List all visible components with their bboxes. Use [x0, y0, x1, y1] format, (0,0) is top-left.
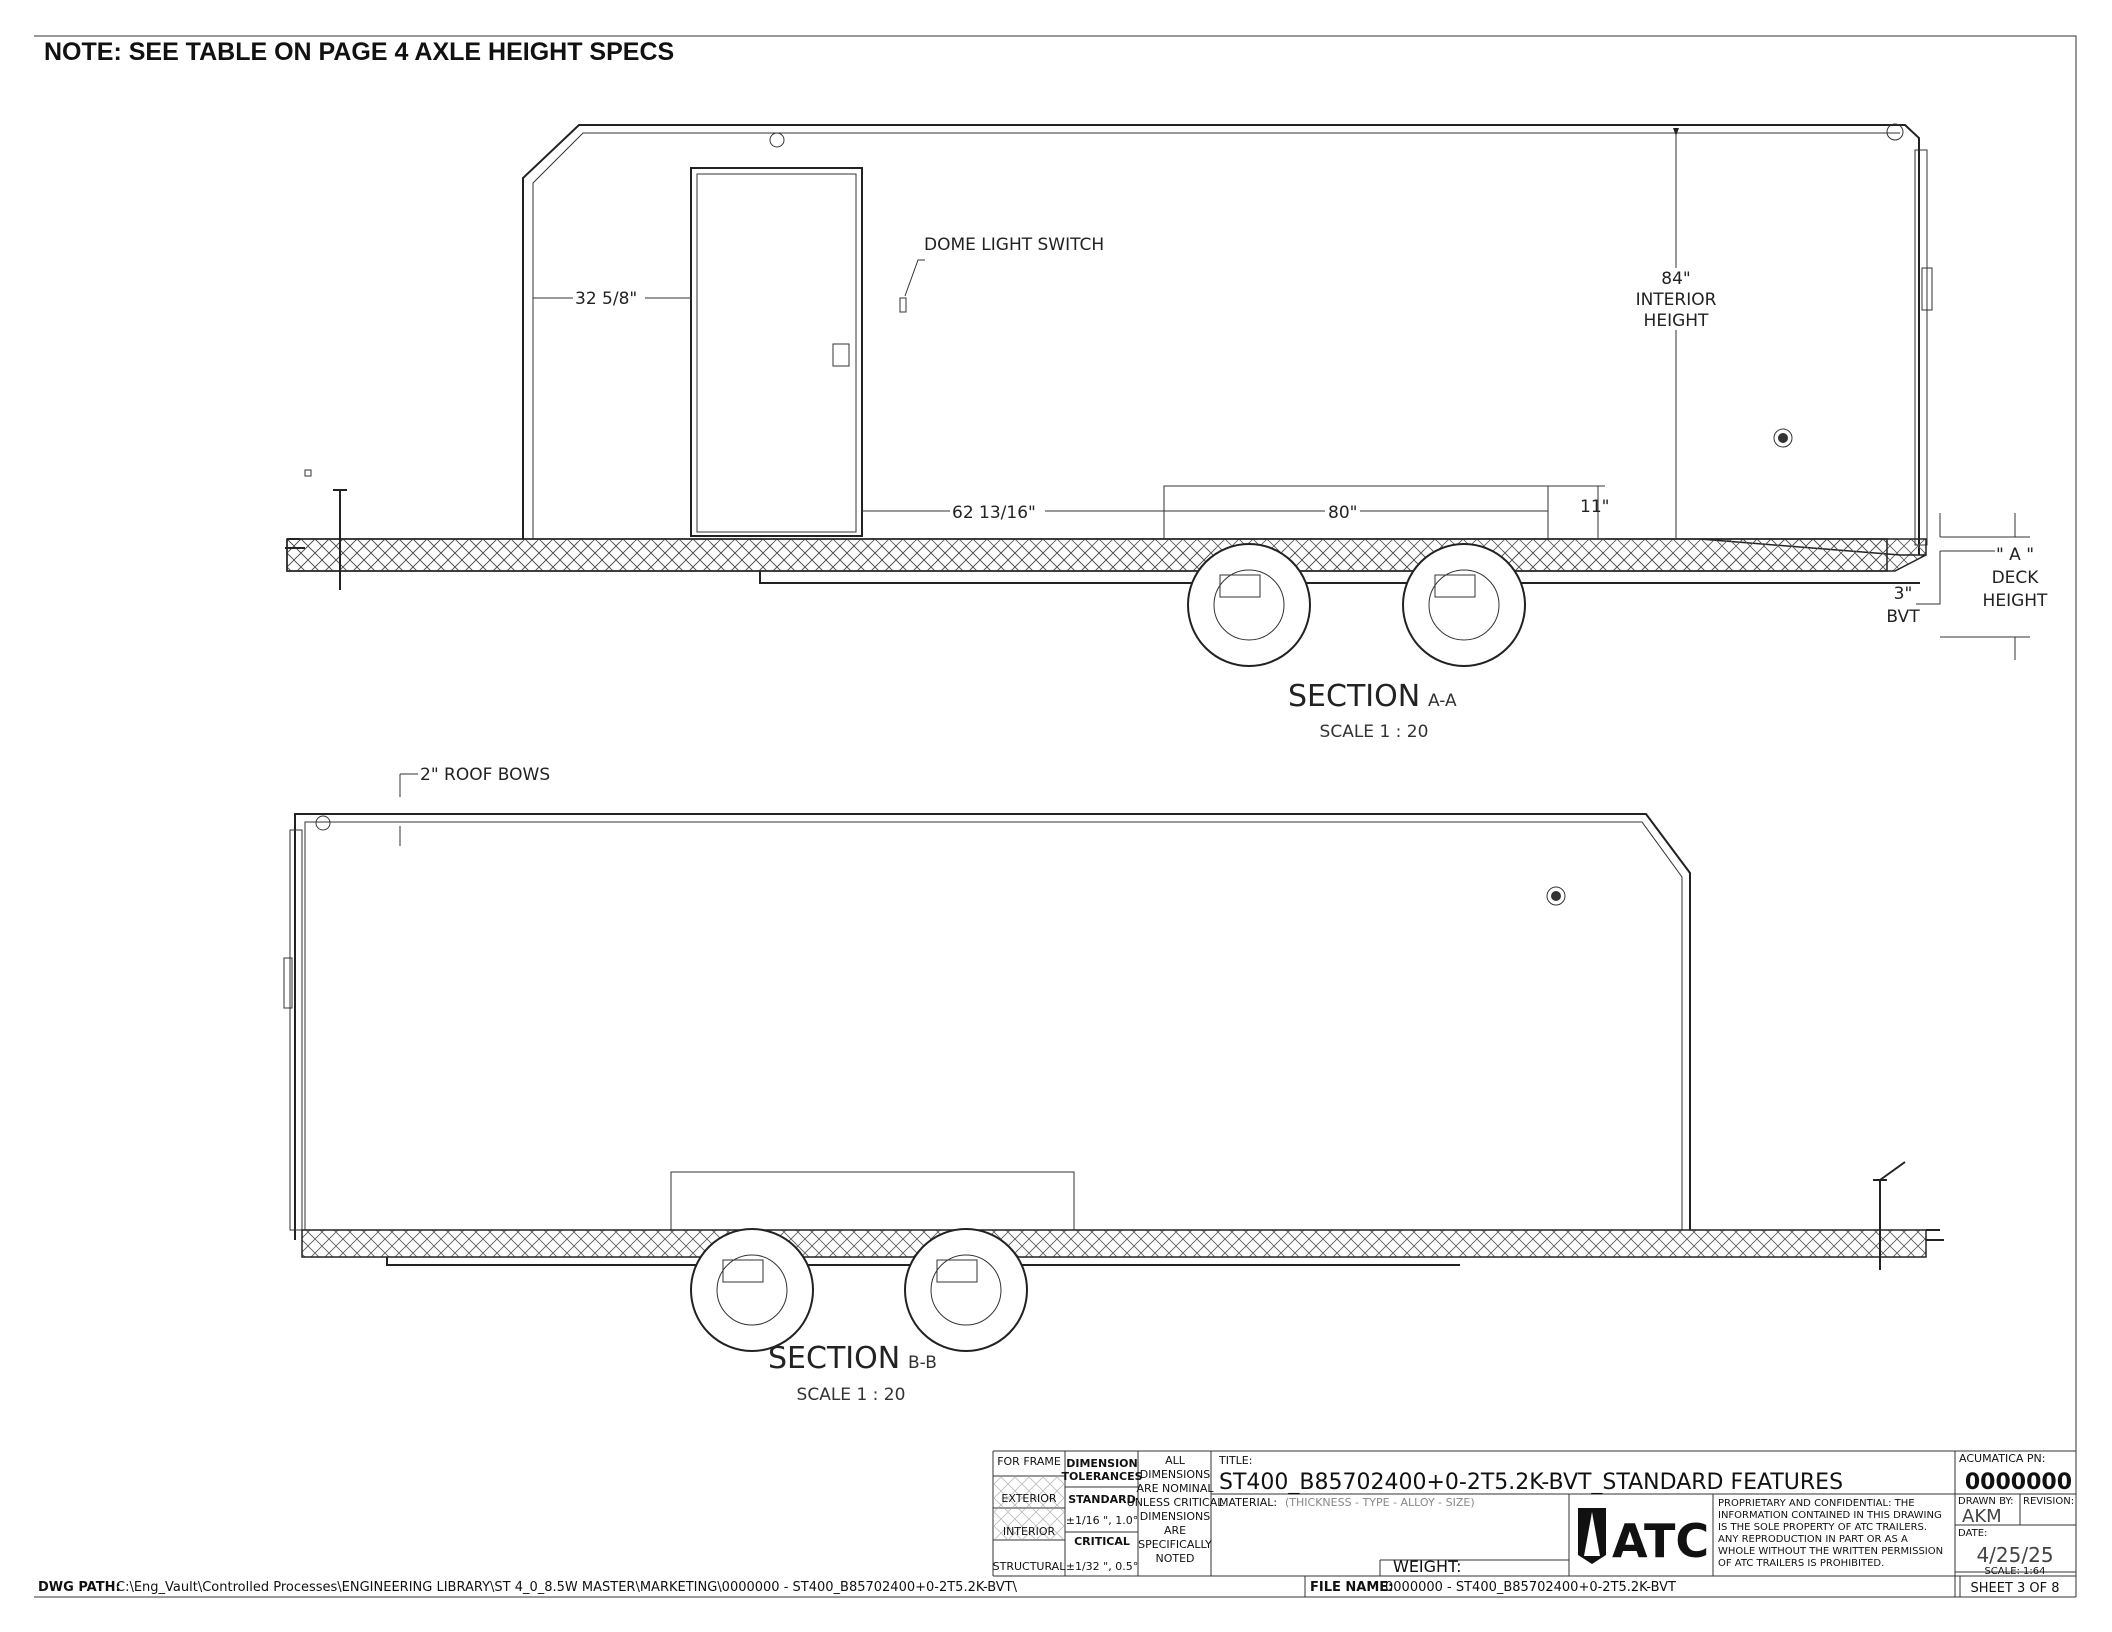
tolerances-header-2: TOLERANCES: [1061, 1470, 1142, 1483]
tongue-jack: [333, 489, 347, 590]
confidential-line: IS THE SOLE PROPERTY OF ATC TRAILERS.: [1718, 1522, 1927, 1533]
standard-label: STANDARD: [1068, 1493, 1136, 1506]
storage-box: [670, 1171, 1075, 1231]
material-value: (THICKNESS - TYPE - ALLOY - SIZE): [1285, 1496, 1475, 1509]
section-a-title: SECTION: [1288, 679, 1420, 714]
dim-door-offset: 32 5/8": [575, 289, 637, 309]
sheet-scale: SCALE: 1:64: [1984, 1566, 2045, 1577]
nominal-line: NOTED: [1155, 1552, 1194, 1565]
section-b-scale: SCALE 1 : 20: [797, 1385, 906, 1405]
confidential-line: INFORMATION CONTAINED IN THIS DRAWING: [1718, 1510, 1942, 1521]
section-a-scale: SCALE 1 : 20: [1320, 722, 1429, 742]
dwg-path-label: DWG PATH:: [38, 1580, 121, 1595]
nominal-line: UNLESS CRITICAL: [1127, 1496, 1225, 1509]
title-block: FOR FRAME EXTERIOR INTERIOR STRUCTURAL D…: [992, 1450, 2076, 1597]
dim-box-length: 80": [1328, 503, 1357, 523]
drawing-title: ST400_B85702400+0-2T5.2K-BVT_STANDARD FE…: [1219, 1470, 1843, 1495]
material-label: MATERIAL:: [1219, 1496, 1277, 1509]
wheel: [1187, 543, 1311, 667]
section-b-title: SECTION: [768, 1341, 900, 1376]
dome-light-label: DOME LIGHT SWITCH: [924, 235, 1104, 255]
pn-label: ACUMATICA PN:: [1959, 1452, 2045, 1465]
confidential-line: ANY REPRODUCTION IN PART OR AS A: [1718, 1534, 1908, 1545]
revision-label: REVISION:: [2023, 1496, 2074, 1507]
roof-bows-label: 2" ROOF BOWS: [420, 765, 550, 785]
wheel: [1402, 543, 1526, 667]
legend-interior: INTERIOR: [1003, 1525, 1056, 1538]
dim-bvt-label: BVT: [1886, 607, 1920, 627]
file-name: 0000000 - ST400_B85702400+0-2T5.2K-BVT: [1385, 1580, 1676, 1595]
confidential-line: WHOLE WITHOUT THE WRITTEN PERMISSION: [1718, 1546, 1943, 1557]
confidential-line: OF ATC TRAILERS IS PROHIBITED.: [1718, 1558, 1884, 1569]
section-b-b-view: 2" ROOF BOWS SECTION B-B SCALE 1 : 20: [283, 765, 1944, 1405]
sheet-number: SHEET 3 OF 8: [1970, 1581, 2059, 1596]
confidential-line: PROPRIETARY AND CONFIDENTIAL: THE: [1718, 1498, 1915, 1509]
drawn-by: AKM: [1962, 1506, 2002, 1527]
legend-structural: STRUCTURAL: [993, 1560, 1067, 1573]
sheet-border: [34, 35, 2077, 1598]
dim-interior-height: 84": [1661, 269, 1690, 289]
date-label: DATE:: [1958, 1528, 1987, 1539]
wheel: [904, 1228, 1028, 1352]
critical-label: CRITICAL: [1074, 1535, 1130, 1548]
nominal-line: ARE NOMINAL: [1136, 1482, 1214, 1495]
dim-box-height: 11": [1580, 497, 1609, 517]
dim-interior-label: INTERIOR: [1636, 290, 1717, 310]
side-door: [690, 167, 863, 537]
nominal-line: ARE: [1164, 1524, 1186, 1537]
dome-light-switch: [899, 297, 907, 313]
legend-for-frame: FOR FRAME: [997, 1455, 1061, 1468]
standard-value: ±1/16 ", 1.0°: [1066, 1514, 1138, 1527]
dim-deck-label: DECK: [1992, 568, 2040, 588]
legend-exterior: EXTERIOR: [1001, 1492, 1057, 1505]
nominal-line: ALL: [1165, 1454, 1186, 1467]
file-name-label: FILE NAME:: [1310, 1580, 1393, 1595]
atc-logo: ATC: [1578, 1508, 1709, 1568]
confidential-note: PROPRIETARY AND CONFIDENTIAL: THE INFORM…: [1718, 1498, 1943, 1569]
dim-door-to-box: 62 13/16": [952, 503, 1036, 523]
nominal-note: ALL DIMENSIONS ARE NOMINAL UNLESS CRITIC…: [1127, 1454, 1225, 1565]
drawn-by-label: DRAWN BY:: [1958, 1496, 2014, 1507]
dwg-path: C:\Eng_Vault\Controlled Processes\ENGINE…: [116, 1580, 1018, 1595]
dim-deck-label-2: HEIGHT: [1983, 591, 2048, 611]
title-label: TITLE:: [1218, 1454, 1252, 1467]
part-number: 0000000: [1965, 1470, 2072, 1495]
logo-text: ATC: [1612, 1514, 1709, 1568]
date-value: 4/25/25: [1976, 1543, 2053, 1567]
critical-value: ±1/32 ", 0.5°: [1066, 1560, 1138, 1573]
tongue-jack: [1873, 1161, 1906, 1270]
nominal-line: SPECIFICALLY: [1138, 1538, 1212, 1551]
dim-deck-height: " A ": [1996, 545, 2034, 565]
door-latch: [832, 343, 850, 367]
dim-interior-label-2: HEIGHT: [1644, 311, 1709, 331]
deck: [301, 1229, 1927, 1258]
weight-label: WEIGHT:: [1393, 1557, 1461, 1576]
section-a-suffix: A-A: [1428, 691, 1457, 711]
section-b-suffix: B-B: [908, 1353, 937, 1373]
nominal-line: DIMENSIONS: [1140, 1510, 1210, 1523]
tolerances-header: DIMENSION: [1066, 1457, 1137, 1470]
section-a-a-view: 32 5/8" DOME LIGHT SWITCH 84" INTERIOR H…: [285, 123, 2048, 742]
dim-bvt: 3": [1894, 584, 1913, 604]
nominal-line: DIMENSIONS: [1140, 1468, 1210, 1481]
wheel: [690, 1228, 814, 1352]
note-text: NOTE: SEE TABLE ON PAGE 4 AXLE HEIGHT SP…: [44, 38, 674, 66]
